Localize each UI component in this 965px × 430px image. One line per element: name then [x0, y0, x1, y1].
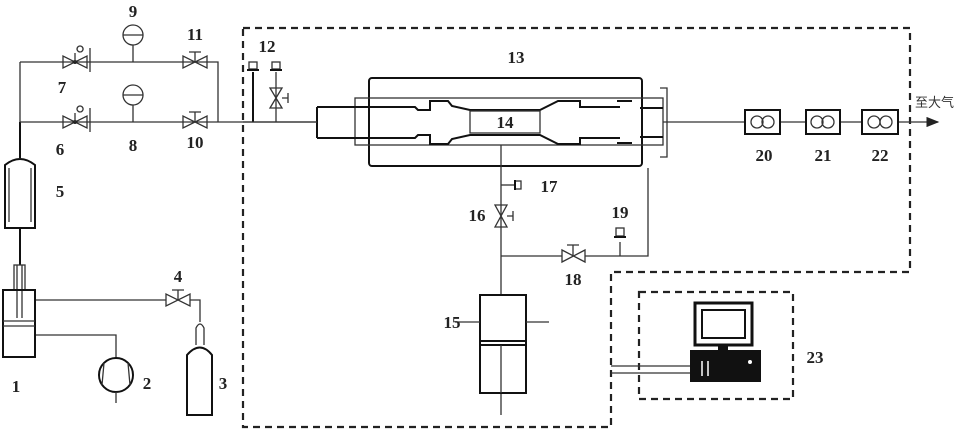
label-11: 11 — [187, 25, 203, 44]
computer-23 — [611, 303, 761, 382]
label-1: 1 — [12, 377, 21, 396]
label-13: 13 — [508, 48, 525, 67]
valve-10[interactable] — [183, 112, 207, 128]
gas-cylinder-3 — [187, 324, 212, 415]
valve-18[interactable] — [562, 245, 585, 262]
label-15: 15 — [444, 313, 461, 332]
piston-vessel-15 — [455, 295, 549, 393]
label-12: 12 — [259, 37, 276, 56]
piston-pump-1 — [3, 265, 35, 357]
intermediate-vessel-5 — [5, 159, 35, 228]
pressure-gauge-8 — [123, 85, 143, 122]
label-16: 16 — [469, 206, 486, 225]
label-19: 19 — [612, 203, 629, 222]
label-18: 18 — [565, 270, 582, 289]
label-22: 22 — [872, 146, 889, 165]
reactor-13 — [243, 78, 745, 166]
valve-11[interactable] — [183, 52, 207, 68]
reactor-enclosure-boundary — [243, 28, 910, 427]
flowmeter-20 — [745, 110, 780, 134]
pressure-gauge-9 — [123, 25, 143, 62]
label-4: 4 — [174, 267, 183, 286]
valve-16[interactable] — [495, 205, 513, 227]
label-5: 5 — [56, 182, 65, 201]
sensor-19 — [614, 228, 626, 256]
label-14: 14 — [497, 113, 515, 132]
valve-7[interactable] — [63, 46, 90, 72]
label-2: 2 — [143, 374, 152, 393]
outlet-to-atmosphere-label: 至大气 — [915, 95, 954, 111]
valve-6[interactable] — [63, 106, 90, 132]
sensor-17 — [501, 180, 521, 190]
sensors-12 — [247, 62, 288, 122]
label-3: 3 — [219, 374, 228, 393]
valve-4[interactable] — [166, 290, 190, 306]
vacuum-pump-2 — [99, 358, 133, 403]
label-10: 10 — [187, 133, 204, 152]
label-17: 17 — [541, 177, 559, 196]
flowmeter-22 — [862, 110, 898, 134]
label-8: 8 — [129, 136, 138, 155]
label-7: 7 — [58, 78, 67, 97]
label-21: 21 — [815, 146, 832, 165]
label-9: 9 — [129, 2, 138, 21]
label-6: 6 — [56, 140, 65, 159]
label-20: 20 — [756, 146, 773, 165]
label-23: 23 — [807, 348, 824, 367]
flowmeter-21 — [806, 110, 840, 134]
